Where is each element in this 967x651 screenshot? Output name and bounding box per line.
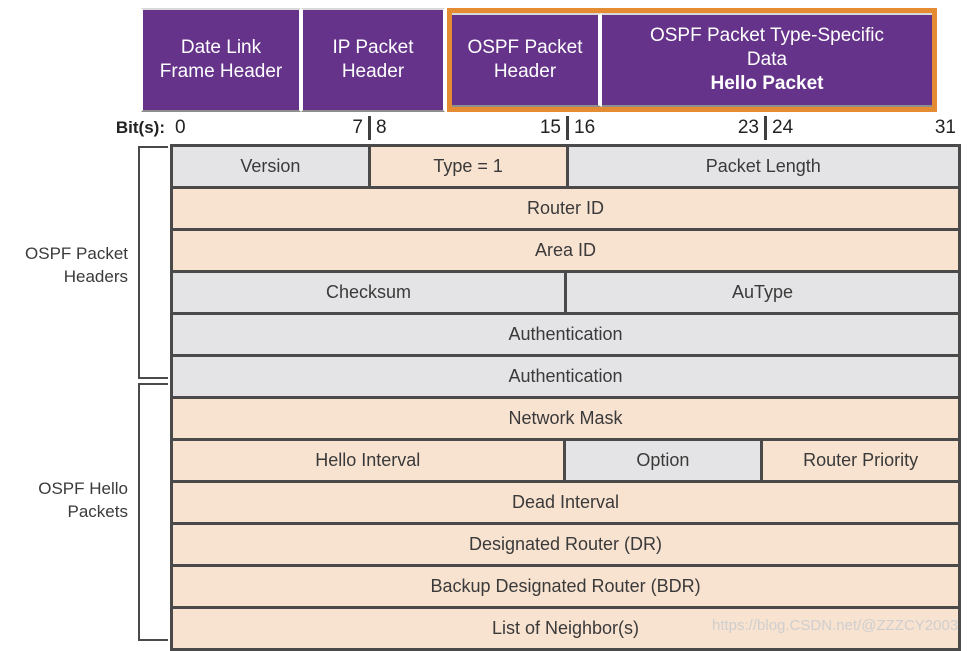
bit-ruler-segment-0-7: 0 7 [170, 116, 368, 140]
field-row: List of Neighbor(s) [173, 606, 958, 648]
protocol-stack-banner: Date Link Frame Header IP Packet Header … [141, 8, 961, 112]
field-cell: List of Neighbor(s) [173, 609, 958, 648]
bit-ruler-segment-16-23: 16 23 [566, 116, 764, 140]
field-cell: Area ID [173, 231, 958, 270]
field-row: Area ID [173, 228, 958, 270]
stack-box-line-2: Header [341, 61, 405, 82]
bit-ruler-low: 8 [376, 117, 387, 138]
stack-box-line-2: Header [493, 61, 557, 82]
group-label-ospf-packet-headers: OSPF Packet Headers [6, 243, 128, 289]
field-cell: Router ID [173, 189, 958, 228]
field-cell: Type = 1 [367, 147, 566, 186]
field-cell: Authentication [173, 357, 958, 396]
bit-ruler-high: 23 [737, 117, 759, 138]
bit-ruler-high: 31 [934, 117, 956, 138]
field-row: Dead Interval [173, 480, 958, 522]
bit-ruler-low: 16 [574, 117, 596, 138]
group-label-line-1: OSPF Hello [38, 479, 128, 498]
group-label-line-2: Headers [63, 266, 128, 286]
group-bracket-ospf-hello-packets [138, 383, 168, 641]
stack-box-data-link-frame-header: Date Link Frame Header [141, 8, 301, 112]
field-cell: Designated Router (DR) [173, 525, 958, 564]
field-cell: Version [173, 147, 368, 186]
field-row: Designated Router (DR) [173, 522, 958, 564]
bit-ruler-segment-8-15: 8 15 [368, 116, 566, 140]
field-cell: Router Priority [760, 441, 958, 480]
group-label-ospf-hello-packets: OSPF Hello Packets [6, 478, 128, 524]
group-label-line-2: Packets [67, 501, 128, 521]
field-row: Backup Designated Router (BDR) [173, 564, 958, 606]
bit-ruler-label: Bit(s): [115, 118, 165, 137]
stack-box-ospf-type-specific-data: OSPF Packet Type-Specific Data Hello Pac… [602, 13, 932, 107]
field-cell: AuType [564, 273, 958, 312]
ospf-highlight-outline: OSPF Packet Header OSPF Packet Type-Spec… [447, 8, 937, 112]
field-row: Router ID [173, 186, 958, 228]
field-cell: Option [562, 441, 761, 480]
group-label-line-1: OSPF Packet [25, 244, 128, 263]
field-cell: Packet Length [565, 147, 958, 186]
stack-box-line-1: IP Packet [332, 37, 414, 59]
stack-box-ip-packet-header: IP Packet Header [301, 8, 445, 112]
field-cell: Backup Designated Router (BDR) [173, 567, 958, 606]
field-cell: Checksum [173, 273, 564, 312]
bit-ruler-high: 15 [539, 117, 561, 138]
bit-ruler: Bit(s): 0 7 8 15 16 23 24 31 [0, 116, 967, 142]
field-row: Authentication [173, 354, 958, 396]
stack-box-ospf-packet-header: OSPF Packet Header [452, 13, 602, 107]
field-cell: Dead Interval [173, 483, 958, 522]
bit-ruler-low: 24 [772, 117, 794, 138]
field-cell: Authentication [173, 315, 958, 354]
stack-box-line-2: Frame Header [159, 61, 283, 82]
stack-box-line-1: OSPF Packet Type-Specific [649, 25, 885, 47]
field-cell: Network Mask [173, 399, 958, 438]
field-row: Network Mask [173, 396, 958, 438]
bit-ruler-low: 0 [175, 117, 186, 138]
group-bracket-ospf-packet-headers [138, 146, 168, 379]
bit-ruler-segment-24-31: 24 31 [764, 116, 961, 140]
field-row: Authentication [173, 312, 958, 354]
stack-box-line-1: OSPF Packet [467, 37, 583, 59]
stack-box-line-1: Date Link [180, 37, 262, 59]
stack-box-line-2: Data [746, 49, 788, 71]
field-cell: Hello Interval [173, 441, 563, 480]
stack-box-line-3: Hello Packet [710, 72, 824, 94]
bit-ruler-high: 7 [352, 117, 363, 138]
